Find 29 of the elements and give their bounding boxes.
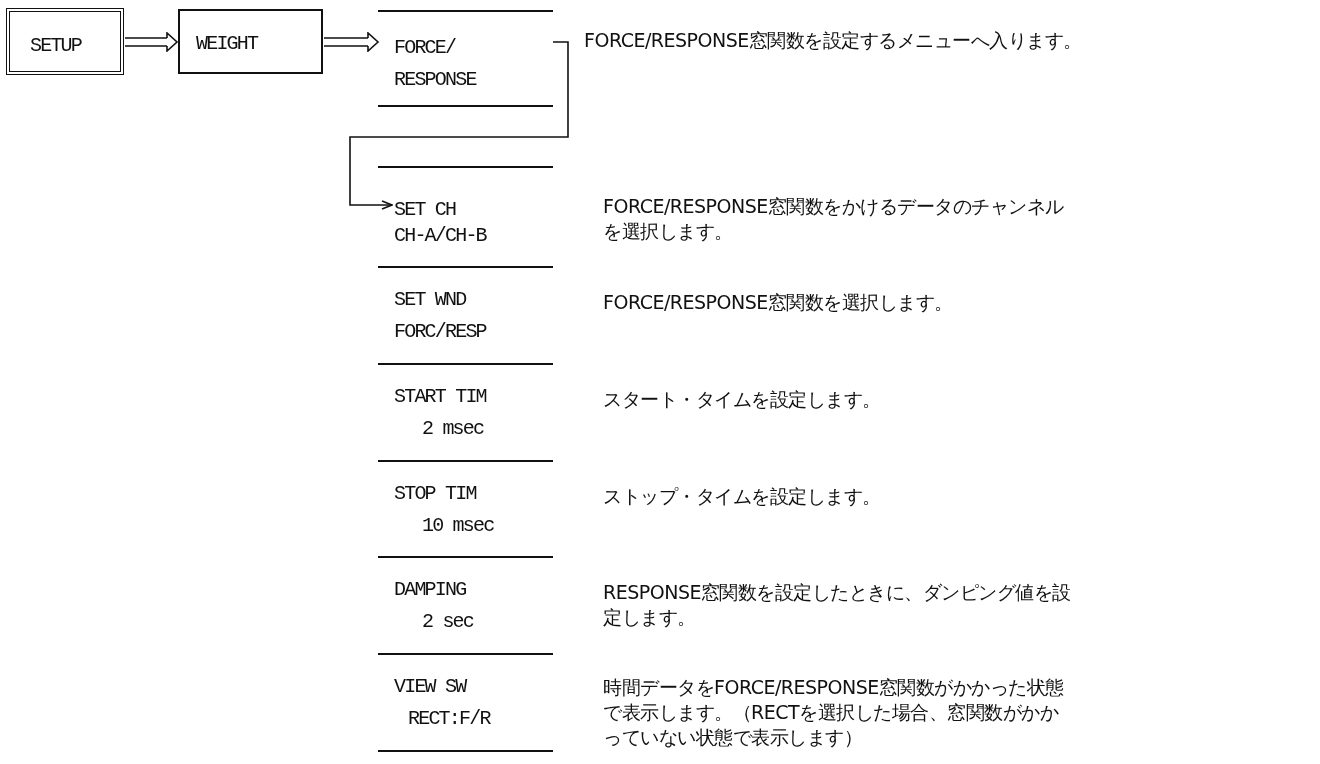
key-label: FORCE/ RESPONSE bbox=[394, 35, 478, 93]
key-label: SET WND bbox=[394, 288, 466, 312]
menu-box bbox=[6, 8, 124, 75]
description-text: FORCE/RESPONSE窓関数を選択します。 bbox=[603, 290, 954, 315]
key-label: START TIM bbox=[394, 385, 486, 409]
key-label: FORC/RESP bbox=[394, 320, 486, 344]
key-label: SETUP bbox=[30, 34, 81, 58]
key-label: DAMPING bbox=[394, 578, 466, 602]
description-text: 時間データをFORCE/RESPONSE窓関数がかかった状態で表示します。（RECTを選択した場合、窓関数がかかっていない状態で表示します） bbox=[603, 675, 1065, 750]
double-arrow bbox=[323, 32, 379, 52]
key-label: 2 sec bbox=[422, 610, 473, 634]
key-label: VIEW SW bbox=[394, 675, 466, 699]
key-label: WEIGHT bbox=[196, 32, 258, 56]
key-label: 2 msec bbox=[422, 417, 484, 441]
soft-key bbox=[378, 166, 553, 268]
description-text: RESPONSE窓関数を設定したときに、ダンピング値を設定します。 bbox=[603, 580, 1072, 630]
description-text: スタート・タイムを設定します。 bbox=[603, 387, 882, 412]
key-label: CH-A/CH-B bbox=[394, 224, 486, 248]
soft-key bbox=[378, 10, 553, 107]
menu-box bbox=[178, 9, 323, 74]
description-text: FORCE/RESPONSE窓関数をかけるデータのチャンネルを選択します。 bbox=[603, 194, 1065, 244]
arrow bbox=[349, 41, 569, 210]
key-label: RECT:F/R bbox=[408, 707, 490, 731]
double-arrow bbox=[124, 32, 178, 52]
key-label: SET CH bbox=[394, 198, 456, 222]
description-text: FORCE/RESPONSE窓関数を設定するメニューへ入ります。 bbox=[584, 28, 1083, 53]
key-label: 10 msec bbox=[422, 514, 494, 538]
description-text: ストップ・タイムを設定します。 bbox=[603, 484, 882, 509]
key-label: STOP TIM bbox=[394, 482, 476, 506]
